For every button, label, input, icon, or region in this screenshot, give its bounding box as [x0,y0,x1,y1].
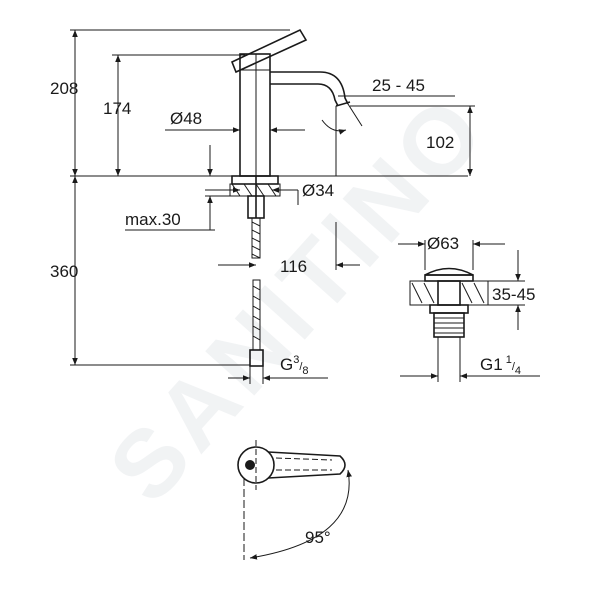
waste-cap [424,267,474,276]
dim-hose-length: 360 [50,262,78,281]
mounting-flange [231,175,279,185]
faucet-side-view: 208 174 Ø48 25 - 45 102 Ø34 max.30 360 [50,28,475,384]
dim-outlet-height: 102 [426,133,454,152]
dim-arc-spout-angle [321,119,347,135]
faucet-body [239,53,271,177]
top-view-spout [267,451,346,479]
dim-spout-reach: 116 [280,257,307,276]
dim-connection: G3/8 [280,354,309,377]
dim-body-diameter: Ø48 [170,109,202,128]
dim-arc-swivel-angle [249,469,352,560]
dim-total-height: 208 [50,79,78,98]
dim-spout-height: 174 [103,99,131,118]
dim-spout-angle: 25 - 45 [372,76,425,95]
dim-waste-range: 35-45 [492,285,535,304]
waste-nut [429,304,469,314]
faucet-spout [270,71,349,105]
lever-handle [230,28,308,74]
hose-connector [249,349,264,367]
dim-max-deck: max.30 [125,210,181,229]
waste-body [433,312,465,338]
dim-waste-diameter: Ø63 [427,234,459,253]
dim-base-diameter: Ø34 [302,181,334,200]
faucet-top-view: 95° [237,440,352,560]
dim-swivel-angle: 95° [305,528,331,547]
